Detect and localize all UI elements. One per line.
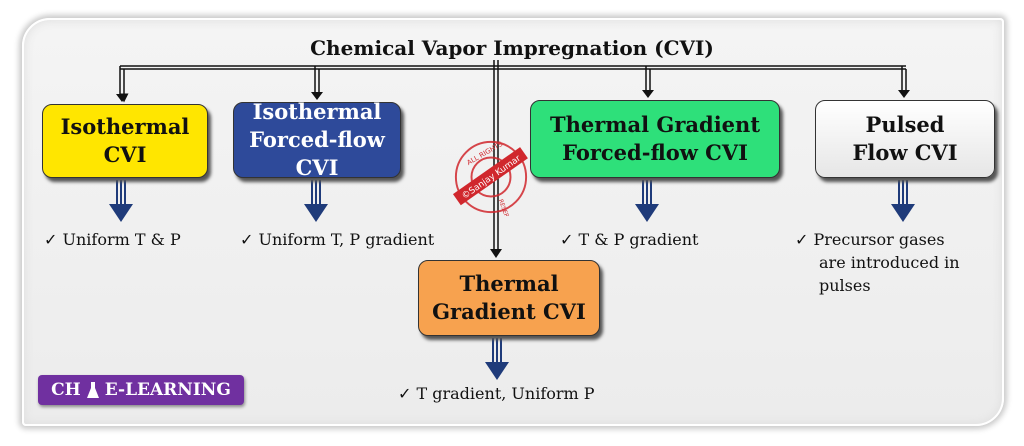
box-label: Thermal: [459, 271, 559, 296]
box-label: Thermal Gradient: [549, 112, 761, 137]
bullet-line: ✓ Precursor gases: [795, 230, 945, 249]
ch-elearning-logo: CH E-LEARNING: [38, 375, 244, 405]
bullet-isothermal: ✓ Uniform T & P: [44, 230, 181, 249]
bullet-thermal-gradient: ✓ T gradient, Uniform P: [398, 384, 595, 403]
flask-icon: [86, 382, 99, 398]
box-label: Gradient CVI: [432, 299, 586, 324]
bullet-line: pulses: [819, 276, 871, 295]
bullet-isothermal-forced-flow: ✓ Uniform T, P gradient: [240, 230, 435, 249]
bullet-tg-forced-flow: ✓ T & P gradient: [560, 230, 699, 249]
box-label: Forced-flow CVI: [249, 127, 385, 180]
copyright-stamp: ALL RIGHTS ©Sanjay Kumar RESERVED: [452, 140, 528, 216]
box-label: CVI: [103, 142, 147, 167]
diagram-title: Chemical Vapor Impregnation (CVI): [310, 36, 714, 60]
box-label: Isothermal: [60, 114, 190, 139]
bullet-pulsed: ✓ Precursor gases are introduced in puls…: [795, 228, 960, 297]
logo-text-left: CH: [51, 380, 81, 400]
logo-text-right: E-LEARNING: [104, 380, 231, 400]
diagram-frame: [22, 18, 1004, 426]
stamp-bottom-text: RESERVED: [497, 199, 513, 216]
bullet-line: are introduced in: [819, 253, 960, 272]
box-label: Isothermal: [252, 99, 382, 124]
down-arrows: [109, 180, 915, 380]
box-label: Forced-flow CVI: [562, 140, 748, 165]
box-label: Pulsed: [865, 112, 945, 137]
box-label: Flow CVI: [852, 140, 958, 165]
